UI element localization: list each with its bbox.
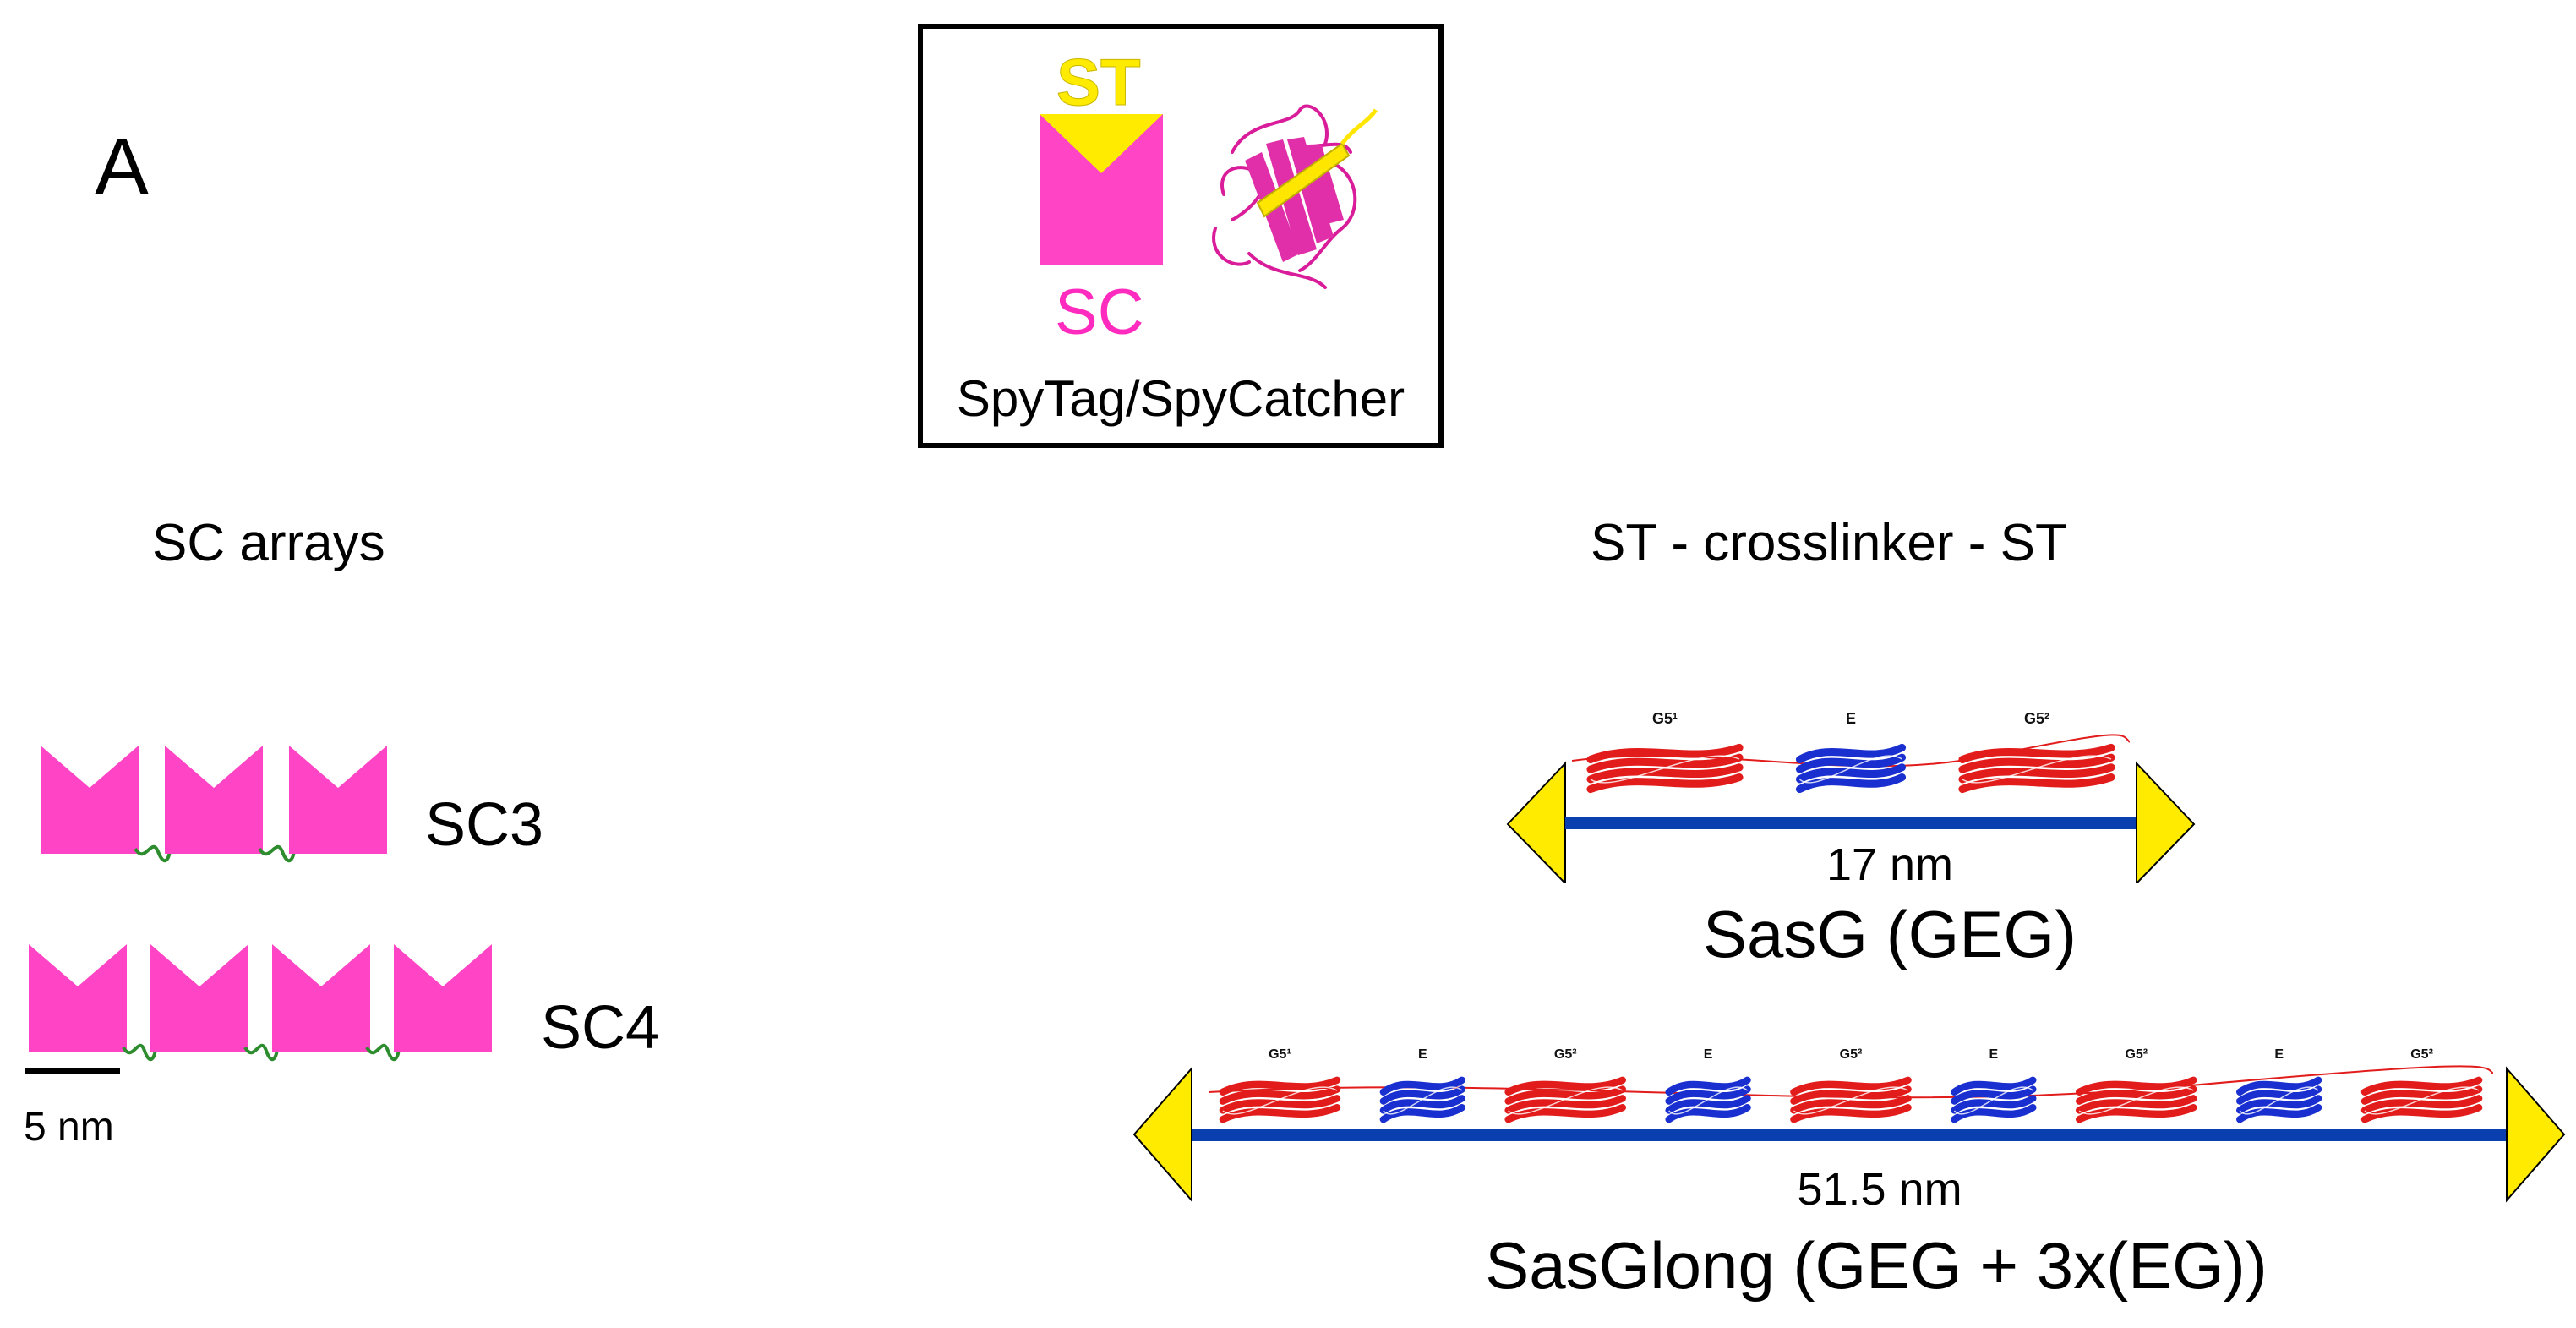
legend-box: [918, 24, 1444, 448]
sc3-block-3: [289, 746, 387, 854]
sc4-label: SC4: [541, 994, 660, 1062]
sc-arrays-heading: SC arrays: [152, 514, 385, 572]
crosslinker-heading: ST - crosslinker - ST: [1591, 514, 2067, 572]
sasglong-domain-label-5: G5²: [1840, 1047, 1863, 1062]
sasg-crosslinker: [1506, 761, 2196, 883]
sasglong-length-label: 51.5 nm: [1797, 1164, 1962, 1215]
sasglong-domain-5: [1790, 1076, 1912, 1123]
sc4-array: [29, 944, 492, 1062]
sasglong-domain-1: [1219, 1076, 1341, 1123]
sc3-linker-2: [258, 844, 296, 863]
legend-catcher-shape: [1040, 114, 1163, 265]
scale-bar-label: 5 nm: [24, 1105, 114, 1150]
sasg-domain-label-2: E: [1846, 710, 1856, 727]
spytag-spycatcher-structure-icon: [1212, 104, 1378, 289]
sc4-linker-1: [122, 1043, 157, 1062]
sc4-linker-2: [243, 1043, 279, 1062]
sasg-domain-1: [1586, 743, 1744, 794]
sasg-structure: G5¹ E G5²: [1572, 710, 2130, 794]
sasg-domain-3: [1958, 743, 2115, 794]
panel-label: A: [95, 122, 150, 212]
sasglong-name: SasGlong (GEG + 3x(EG)): [1485, 1228, 2268, 1303]
sasglong-left-tag-arrow: [1132, 1066, 1192, 1203]
legend-caption: SpyTag/SpyCatcher: [956, 370, 1405, 427]
sc4-block-3: [272, 944, 370, 1052]
sasglong-domain-2: [1379, 1076, 1465, 1123]
sasglong-domain-8: [2236, 1076, 2322, 1123]
sc3-block-1: [41, 746, 139, 854]
sasglong-domain-6: [1951, 1076, 2037, 1123]
legend-catcher-label: SC: [1055, 276, 1144, 348]
sasg-right-tag-arrow: [2136, 761, 2196, 883]
sasglong-domain-7: [2076, 1076, 2197, 1123]
sc3-linker-1: [134, 844, 172, 863]
sasglong-domain-label-6: E: [1989, 1047, 1999, 1062]
sasg-rod: [1565, 817, 2137, 829]
sc4-blocks: [29, 944, 492, 1062]
sasg-name: SasG (GEG): [1702, 897, 2077, 971]
sc3-block-2: [165, 746, 263, 854]
sasglong-domain-label-1: G5¹: [1269, 1047, 1291, 1062]
sc4-block-4: [394, 944, 492, 1052]
sc3-blocks: [41, 746, 387, 863]
sasglong-structure: G5¹ E G5² E G5² E G5² E G5²: [1209, 1047, 2493, 1123]
sasglong-domain-label-8: E: [2274, 1047, 2284, 1062]
legend-tag-triangle: [1040, 114, 1163, 173]
sasglong-domain-4: [1665, 1076, 1751, 1123]
sasglong-domain-3: [1504, 1076, 1626, 1123]
sasg-left-tag-arrow: [1506, 761, 1566, 883]
scale-bar: [25, 1068, 120, 1074]
sasglong-domain-9: [2360, 1076, 2483, 1123]
sasg-length-label: 17 nm: [1826, 839, 1954, 890]
sc3-label: SC3: [425, 791, 544, 859]
sasglong-domain-label-9: G5²: [2410, 1047, 2433, 1062]
sasglong-domain-label-3: G5²: [1554, 1047, 1577, 1062]
sasg-domain-label-3: G5²: [2024, 710, 2049, 727]
sasglong-rod: [1192, 1129, 2507, 1141]
legend-tag-label: ST: [1056, 45, 1142, 119]
sasglong-domain-label-2: E: [1418, 1047, 1427, 1062]
sc3-array: [41, 746, 387, 863]
sasg-domain-label-1: G5¹: [1652, 710, 1678, 727]
sc4-block-1: [29, 944, 127, 1052]
sasg-domain-2: [1795, 743, 1907, 794]
sasglong-crosslinker: [1132, 1066, 2566, 1203]
sc4-block-2: [150, 944, 248, 1052]
sasglong-domain-label-4: E: [1704, 1047, 1713, 1062]
sc4-linker-3: [365, 1043, 401, 1062]
sasglong-right-tag-arrow: [2506, 1066, 2566, 1203]
sasglong-domain-label-7: G5²: [2125, 1047, 2148, 1062]
